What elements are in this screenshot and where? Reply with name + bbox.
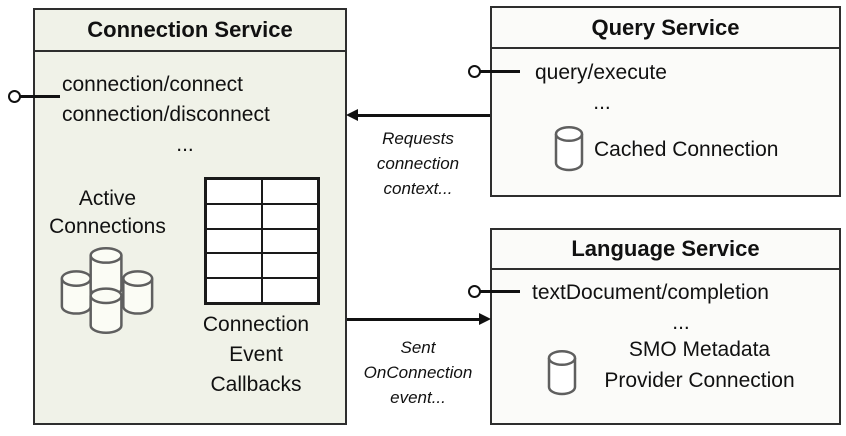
resource-line: Provider Connection: [604, 369, 795, 392]
arrow-head-left-icon: [346, 109, 358, 121]
arrow-label-line: Sent: [400, 338, 436, 357]
table-cell: [262, 179, 318, 204]
resource-line: SMO Metadata: [628, 338, 771, 361]
method-name: connection/disconnect: [62, 103, 270, 126]
arrow-label-line: OnConnection: [363, 363, 473, 382]
callbacks-label: Connection Event Callbacks: [166, 310, 346, 400]
lollipop-circle-icon: [468, 285, 481, 298]
callbacks-table-icon: [204, 177, 320, 305]
active-connections-line: Active: [78, 187, 137, 210]
lollipop-stem: [19, 95, 60, 98]
table-cell: [206, 203, 262, 229]
active-connections-label: Active Connections: [35, 185, 180, 241]
lollipop-stem: [479, 70, 520, 73]
database-icon: [554, 125, 584, 172]
methods-ellipsis: ...: [672, 311, 690, 334]
methods-ellipsis: ...: [593, 91, 611, 114]
table-cell: [206, 179, 262, 204]
query-service-title: Query Service: [591, 14, 740, 40]
callbacks-line: Connection: [202, 313, 310, 336]
lollipop-stem: [479, 290, 520, 293]
lollipop-circle-icon: [8, 90, 21, 103]
method-name: query/execute: [535, 61, 667, 84]
database-cluster-icon: [60, 247, 154, 334]
table-cell: [262, 278, 318, 303]
smo-metadata-provider-label: SMO Metadata Provider Connection: [577, 334, 822, 396]
active-connections-line: Connections: [49, 215, 166, 238]
arrow-label-line: event...: [390, 388, 446, 407]
query-service-box: Query Service query/execute ... Cached C…: [490, 6, 841, 197]
table-cell: [262, 253, 318, 279]
requests-connection-label: Requests connection context...: [348, 126, 488, 201]
arrow-label-line: connection: [376, 154, 460, 173]
connection-service-title: Connection Service: [87, 17, 293, 42]
query-methods-list: query/execute ...: [535, 58, 669, 118]
query-service-header: Query Service: [492, 8, 839, 49]
arrow-label-line: Requests: [382, 129, 454, 148]
connection-service-box: Connection Service connection/connect co…: [33, 8, 347, 425]
connection-service-header: Connection Service: [35, 10, 345, 52]
connection-methods-list: connection/connect connection/disconnect…: [62, 70, 308, 160]
arrow-line: [356, 114, 490, 117]
language-methods-list: textDocument/completion ...: [532, 278, 830, 338]
callbacks-line: Callbacks: [210, 373, 302, 396]
lollipop-circle-icon: [468, 65, 481, 78]
language-service-title: Language Service: [571, 236, 760, 261]
database-icon: [547, 349, 577, 396]
sent-onconnection-label: Sent OnConnection event...: [348, 335, 488, 410]
table-cell: [262, 228, 318, 254]
arrow-line: [347, 318, 481, 321]
arrow-head-right-icon: [479, 313, 491, 325]
method-name: textDocument/completion: [532, 281, 769, 304]
method-name: connection/connect: [62, 73, 243, 96]
methods-ellipsis: ...: [176, 133, 194, 156]
arrow-label-line: context...: [383, 179, 453, 198]
table-cell: [262, 203, 318, 229]
language-service-box: Language Service textDocument/completion…: [490, 228, 841, 425]
table-cell: [206, 278, 262, 303]
cached-connection-label: Cached Connection: [594, 138, 779, 161]
table-cell: [206, 228, 262, 254]
callbacks-line: Event: [229, 343, 283, 366]
table-cell: [206, 253, 262, 279]
language-service-header: Language Service: [492, 230, 839, 270]
